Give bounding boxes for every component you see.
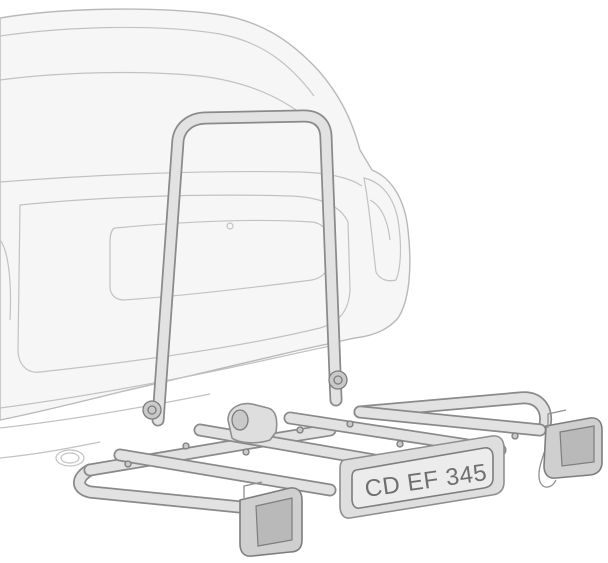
car-shoulder-line	[0, 170, 363, 187]
car-tail-light	[363, 177, 402, 282]
car-plate-recess	[109, 219, 329, 301]
car-window-line	[0, 71, 321, 131]
car-body	[0, 8, 411, 421]
car-rear-illustration	[0, 8, 411, 467]
license-plate-holder: CD EF 345	[339, 435, 505, 519]
car-bumper-line	[0, 343, 341, 409]
tail-light-icon	[543, 409, 603, 479]
arm-hinge-left	[142, 400, 162, 420]
license-plate	[351, 447, 494, 509]
bike-carrier-illustration: CD EF 345	[73, 109, 603, 557]
exhaust-pipe	[55, 449, 85, 467]
tail-light-icon	[239, 481, 303, 557]
car-tailgate-panel	[17, 194, 351, 373]
arm-hinge-right	[328, 370, 348, 390]
car-roof-line	[0, 26, 315, 97]
car-lock-dot	[226, 222, 234, 230]
